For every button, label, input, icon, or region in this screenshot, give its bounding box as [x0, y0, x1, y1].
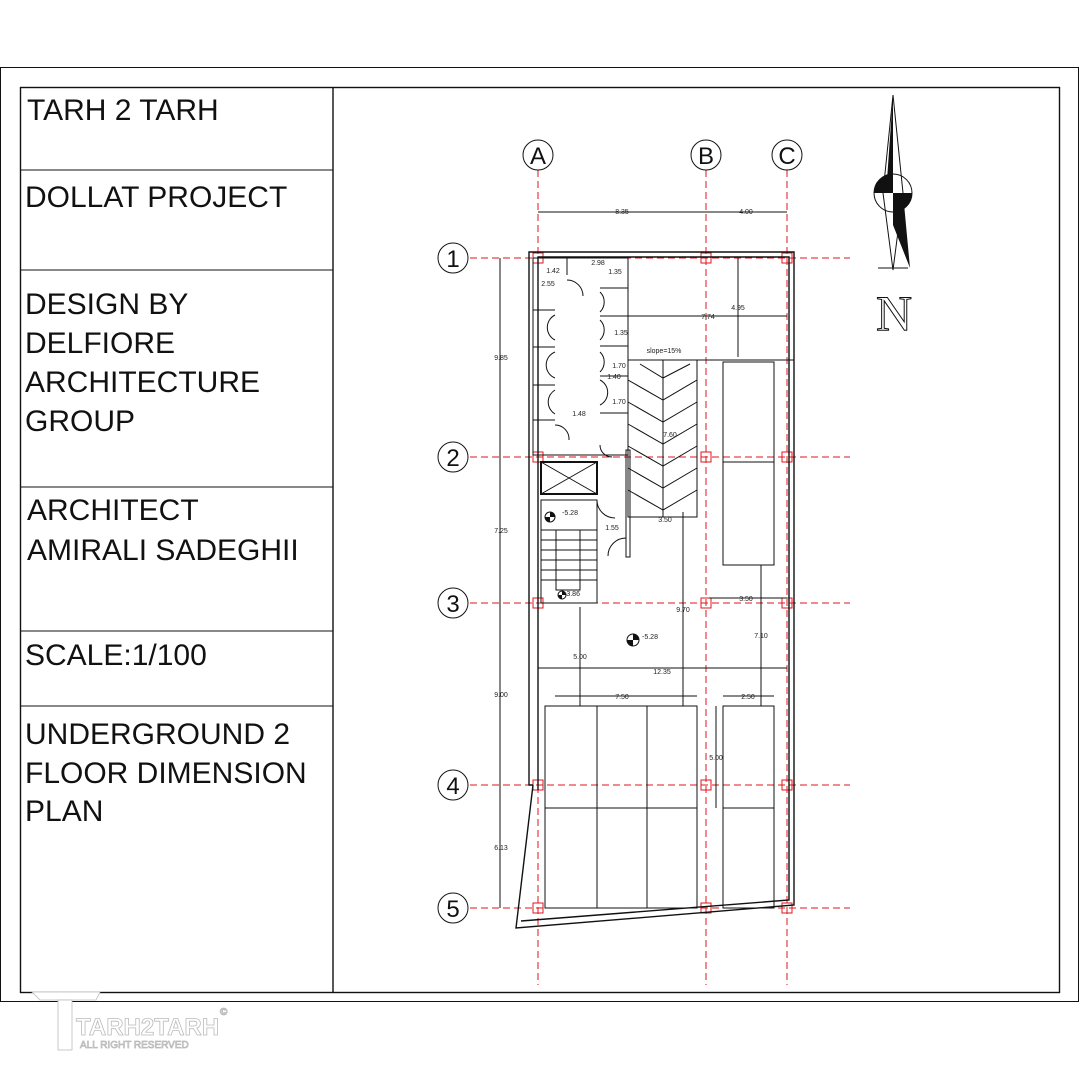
svg-text:ALL RIGHT RESERVED: ALL RIGHT RESERVED: [80, 1040, 189, 1051]
svg-text:3: 3: [446, 591, 459, 618]
outer-frame: [0, 67, 1079, 1002]
svg-text:2.50: 2.50: [741, 694, 755, 701]
svg-text:6.13: 6.13: [494, 845, 508, 852]
svg-text:4.00: 4.00: [739, 209, 753, 216]
dimension-lines: [499, 211, 787, 908]
grid-bubble-3: 3: [437, 587, 469, 619]
svg-text:1.35: 1.35: [608, 269, 622, 276]
svg-text:1.35: 1.35: [614, 330, 628, 337]
parking-spaces: [544, 361, 775, 909]
grid-bubble-1: 1: [437, 242, 469, 274]
svg-text:7.50: 7.50: [615, 694, 629, 701]
svg-text:4: 4: [446, 773, 459, 800]
design-by-line4: GROUP: [25, 405, 135, 438]
drawing-title-line1: UNDERGROUND 2: [25, 718, 290, 751]
project-name: DOLLAT PROJECT: [25, 181, 287, 214]
elevator: [540, 461, 598, 495]
level-marker-icon: [626, 633, 640, 647]
grid-bubble-a: A: [522, 139, 554, 171]
svg-text:TARH2TARH: TARH2TARH: [76, 1014, 219, 1041]
svg-text:7.74: 7.74: [701, 314, 715, 321]
architect-label: ARCHITECT: [27, 494, 199, 527]
architect-name: AMIRALI SADEGHII: [27, 534, 299, 567]
svg-text:12.35: 12.35: [653, 669, 671, 676]
grid-bubble-4: 4: [437, 769, 469, 801]
grid-bubble-b: B: [690, 139, 722, 171]
north-arrow-icon: [873, 94, 913, 271]
drawing-title-line2: FLOOR DIMENSION: [25, 757, 307, 790]
svg-text:7.25: 7.25: [494, 528, 508, 535]
svg-text:B: B: [698, 143, 714, 170]
title-block-row-lines: [20, 169, 333, 707]
svg-text:3.50: 3.50: [658, 517, 672, 524]
svg-text:A: A: [530, 143, 546, 170]
svg-text:5: 5: [446, 896, 459, 923]
svg-text:9.00: 9.00: [494, 692, 508, 699]
svg-text:9.70: 9.70: [676, 607, 690, 614]
level-marker-icon: [557, 590, 567, 600]
svg-text:-5.28: -5.28: [642, 634, 658, 641]
svg-text:slope=15%: slope=15%: [647, 348, 682, 355]
tarh2tarh-logo: TARH2TARH ALL RIGHT RESERVED ©: [31, 991, 228, 1051]
grid-bubble-5: 5: [437, 892, 469, 924]
svg-text:-5.28: -5.28: [562, 510, 578, 517]
svg-text:3.50: 3.50: [739, 596, 753, 603]
svg-text:5.00: 5.00: [573, 654, 587, 661]
grid-bubble-2: 2: [437, 441, 469, 473]
svg-text:2.98: 2.98: [591, 260, 605, 267]
svg-text:-3.86: -3.86: [564, 591, 580, 598]
svg-text:1.55: 1.55: [605, 525, 619, 532]
inner-frame: [19, 86, 1061, 994]
svg-text:C: C: [778, 143, 795, 170]
level-marker-icon: [544, 511, 556, 523]
design-by-line3: ARCHITECTURE: [25, 366, 260, 399]
svg-text:2: 2: [446, 445, 459, 472]
svg-text:1.70: 1.70: [612, 363, 626, 370]
svg-text:1.42: 1.42: [546, 268, 560, 275]
ramp: [627, 359, 794, 518]
svg-text:7.10: 7.10: [754, 633, 768, 640]
north-label: N: [876, 285, 912, 341]
svg-text:8.35: 8.35: [615, 209, 629, 216]
svg-text:7.60: 7.60: [663, 432, 677, 439]
svg-text:1: 1: [446, 246, 459, 273]
svg-text:1.70: 1.70: [612, 399, 626, 406]
svg-text:©: ©: [220, 1007, 228, 1018]
scale: SCALE:1/100: [25, 639, 207, 672]
svg-text:5.00: 5.00: [709, 755, 723, 762]
grid-bubble-c: C: [771, 139, 803, 171]
svg-text:2.55: 2.55: [541, 281, 555, 288]
drawing-title-line3: PLAN: [25, 795, 103, 828]
svg-text:1.48: 1.48: [572, 411, 586, 418]
stairs: [540, 449, 631, 604]
design-by-line2: DELFIORE: [25, 327, 175, 360]
svg-text:4.95: 4.95: [731, 305, 745, 312]
svg-text:1.40: 1.40: [607, 374, 621, 381]
svg-text:9.85: 9.85: [494, 355, 508, 362]
dimension-labels: 8.35 4.00 1.42 2.98 1.35 2.55 7.74 4.95 …: [494, 209, 768, 852]
structural-columns: [532, 252, 793, 914]
building-outline: [515, 251, 795, 929]
company-name: TARH 2 TARH: [27, 94, 219, 127]
design-by-line1: DESIGN BY: [25, 288, 188, 321]
grid-lines: [470, 170, 850, 985]
